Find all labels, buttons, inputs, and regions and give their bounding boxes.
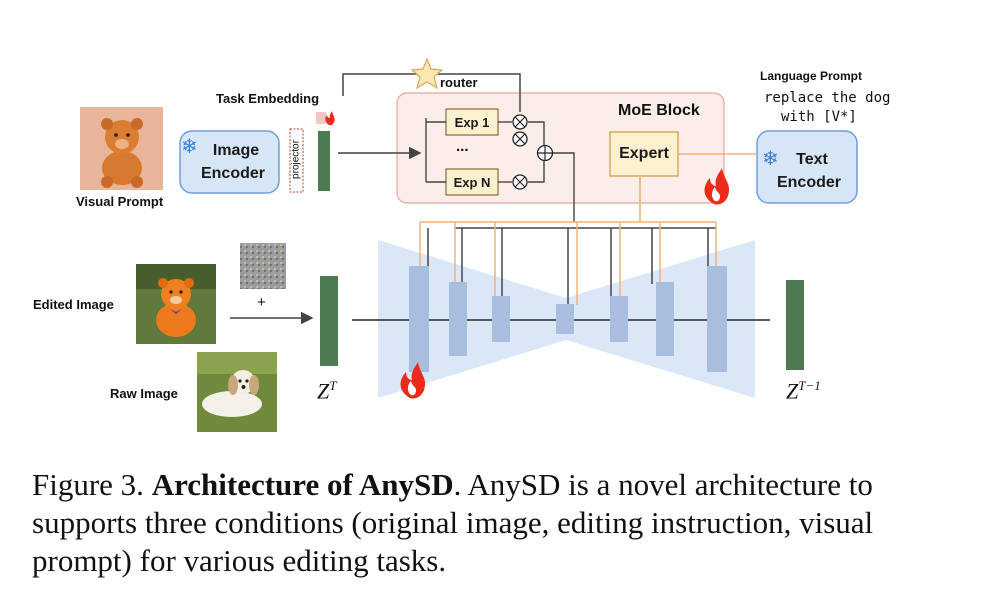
visual-prompt-image — [80, 107, 163, 190]
unet-block — [610, 296, 628, 342]
exp1-label: Exp 1 — [454, 114, 490, 130]
moe-block-title: MoE Block — [618, 102, 700, 119]
router-label: router — [440, 75, 478, 90]
task-embedding-bar — [318, 131, 330, 191]
projector-box — [289, 128, 304, 193]
unet-block — [556, 304, 574, 334]
task-embedding-square — [316, 112, 326, 124]
plus-label: + — [257, 294, 266, 311]
raw-image — [197, 352, 277, 432]
expN-label: Exp N — [453, 174, 491, 190]
unet-blocks — [409, 266, 727, 372]
snowflake-icon: ❄ — [181, 134, 198, 158]
latent-zT — [320, 276, 338, 366]
caption-figure-number: Figure 3. — [32, 467, 144, 502]
architecture-diagram — [80, 57, 858, 432]
language-prompt-label: Language Prompt — [760, 69, 863, 83]
unet-block — [409, 266, 429, 372]
flame-icon — [704, 168, 730, 205]
text-encoder-label-2: Encoder — [776, 174, 841, 191]
unet-block — [492, 296, 510, 342]
edited-image — [136, 264, 216, 344]
latent-zT-1 — [786, 280, 804, 370]
projector-label: projector — [290, 140, 302, 179]
figure-caption: Figure 3. Architecture of AnySD. AnySD i… — [32, 466, 932, 580]
unet-block — [707, 266, 727, 372]
caption-body: . AnySD is a novel architecture to suppo… — [32, 467, 874, 578]
exp1-box — [445, 108, 499, 136]
expert-box — [609, 131, 679, 177]
flame-icon — [325, 111, 335, 126]
zT-label: ZT — [317, 378, 337, 404]
snowflake-icon: ❄ — [762, 146, 779, 170]
flame-icon — [400, 362, 426, 399]
expert-label: Expert — [619, 145, 669, 162]
image-encoder-box — [179, 130, 280, 194]
raw-image-label: Raw Image — [110, 386, 178, 401]
caption-title: Architecture of AnySD — [151, 467, 454, 502]
noise-image — [240, 243, 286, 289]
text-encoder-box — [756, 130, 858, 204]
task-embedding-label: Task Embedding — [216, 91, 320, 106]
unet-block — [656, 282, 674, 356]
image-encoder-label-2: Encoder — [200, 165, 265, 182]
dots-label: ... — [456, 138, 469, 155]
image-encoder-label: Image — [212, 142, 260, 159]
zT1-label: ZT−1 — [786, 378, 821, 404]
text-encoder-label: Text — [796, 151, 828, 168]
star-icon — [410, 57, 444, 90]
visual-prompt-label: Visual Prompt — [76, 194, 164, 209]
prompt-text-line2: with [V*] — [781, 109, 857, 125]
unet-block — [449, 282, 467, 356]
edited-image-label: Edited Image — [33, 297, 114, 312]
prompt-text-line1: replace the dog — [764, 90, 891, 106]
